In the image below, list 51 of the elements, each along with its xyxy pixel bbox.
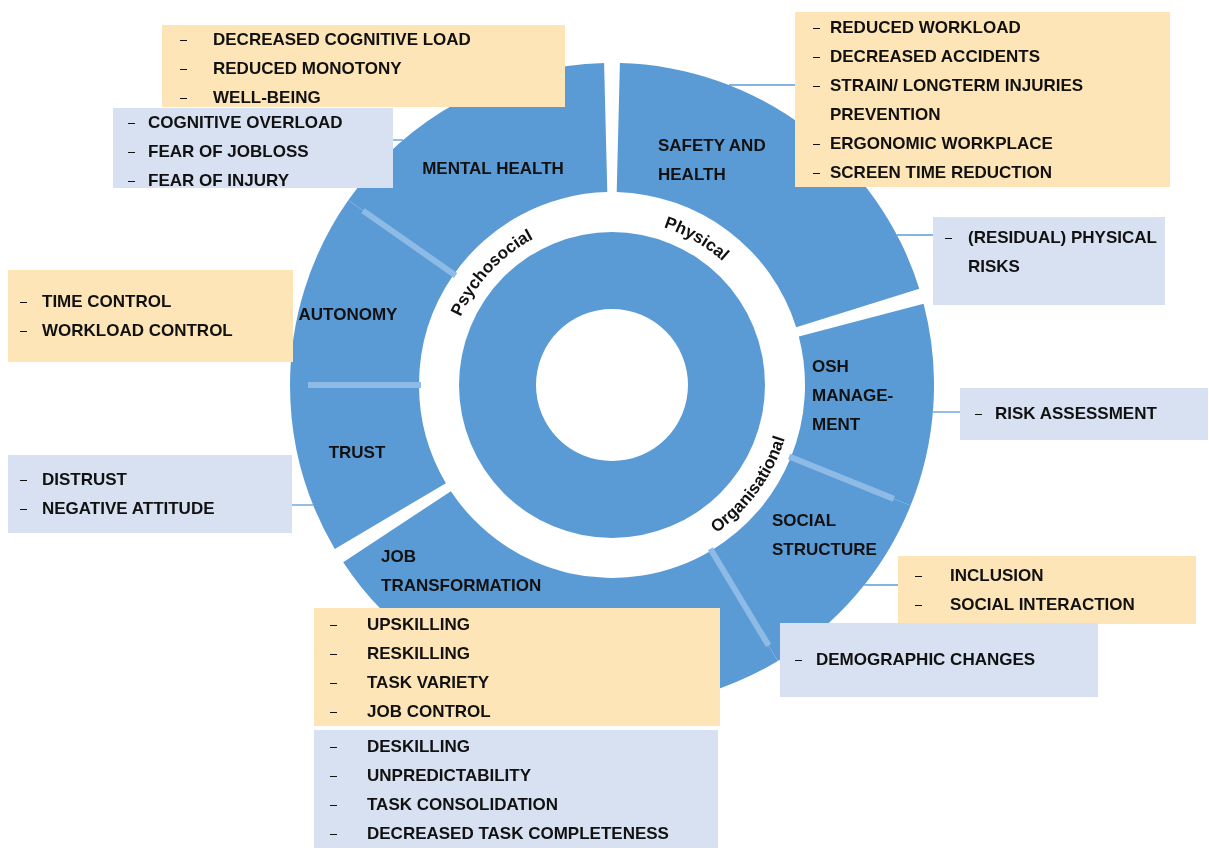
callout-box bbox=[162, 25, 565, 107]
list-item-text: FEAR OF INJURY bbox=[148, 170, 291, 192]
segment-label: AUTONOMY bbox=[298, 304, 398, 326]
list-item-text: DISTRUST bbox=[42, 469, 128, 491]
list-item-text: NEGATIVE ATTITUDE bbox=[42, 498, 216, 520]
list-item-text: DESKILLING bbox=[367, 736, 471, 758]
list-item-text: DECREASED TASK COMPLETENESS bbox=[367, 823, 670, 845]
callout-box bbox=[960, 388, 1208, 440]
list-item-text: TASK CONSOLIDATION bbox=[367, 794, 560, 816]
segment-label: MENTAL HEALTH bbox=[421, 158, 565, 180]
leader-line bbox=[392, 139, 404, 141]
list-item-text: RISK ASSESSMENT bbox=[995, 403, 1158, 425]
segment-label: JOB TRANSFORMATION bbox=[381, 546, 543, 597]
callout-box bbox=[933, 217, 1165, 305]
list-item-text: DECREASED COGNITIVE LOAD bbox=[213, 29, 472, 51]
list-item-text: STRAIN/ LONGTERM INJURIES PREVENTION bbox=[830, 75, 1085, 126]
list-item-text: SCREEN TIME REDUCTION bbox=[830, 162, 1053, 184]
list-item-text: INCLUSION bbox=[950, 565, 1045, 587]
list-item-text: DECREASED ACCIDENTS bbox=[830, 46, 1041, 68]
leader-line bbox=[728, 84, 796, 86]
callout-box bbox=[314, 608, 720, 726]
list-item-text: UPSKILLING bbox=[367, 614, 471, 636]
segment-label: TRUST bbox=[327, 442, 387, 464]
list-item-text: REDUCED WORKLOAD bbox=[830, 17, 1022, 39]
list-item-text: COGNITIVE OVERLOAD bbox=[148, 112, 344, 134]
list-item-text: REDUCED MONOTONY bbox=[213, 58, 403, 80]
list-item-text: FEAR OF JOBLOSS bbox=[148, 141, 310, 163]
segment-label: OSH MANAGE-MENT bbox=[812, 356, 895, 436]
list-item-text: (RESIDUAL) PHYSICAL RISKS bbox=[968, 227, 1157, 278]
leader-line bbox=[863, 584, 899, 586]
callout-box bbox=[8, 455, 292, 533]
list-item-text: ERGONOMIC WORKPLACE bbox=[830, 133, 1054, 155]
callout-box bbox=[113, 108, 393, 188]
callout-box bbox=[898, 556, 1196, 624]
list-item-text: UNPREDICTABILITY bbox=[367, 765, 532, 787]
callout-box bbox=[314, 730, 718, 848]
list-item-text: JOB CONTROL bbox=[367, 701, 492, 723]
list-item-text: WORKLOAD CONTROL bbox=[42, 320, 234, 342]
leader-line bbox=[932, 411, 961, 413]
list-item-text: RESKILLING bbox=[367, 643, 471, 665]
leader-line bbox=[291, 504, 314, 506]
callout-box bbox=[8, 270, 293, 362]
callout-box bbox=[780, 623, 1098, 697]
list-item-text: DEMOGRAPHIC CHANGES bbox=[816, 649, 1037, 671]
list-item-text: TIME CONTROL bbox=[42, 291, 173, 313]
segment-label: SAFETY AND HEALTH bbox=[658, 135, 767, 186]
list-item-text: WELL-BEING bbox=[213, 87, 322, 109]
list-item-text: TASK VARIETY bbox=[367, 672, 491, 694]
callout-box bbox=[795, 12, 1170, 187]
leader-line bbox=[896, 234, 934, 236]
list-item-text: SOCIAL INTERACTION bbox=[950, 594, 1136, 616]
